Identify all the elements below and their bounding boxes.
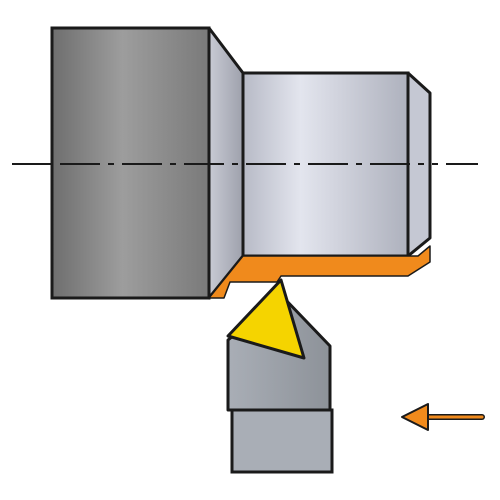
triangular-insert bbox=[226, 278, 306, 360]
tool-holder-shank bbox=[230, 408, 334, 474]
machined-surface bbox=[208, 245, 431, 299]
feed-direction-arrow bbox=[401, 403, 485, 431]
